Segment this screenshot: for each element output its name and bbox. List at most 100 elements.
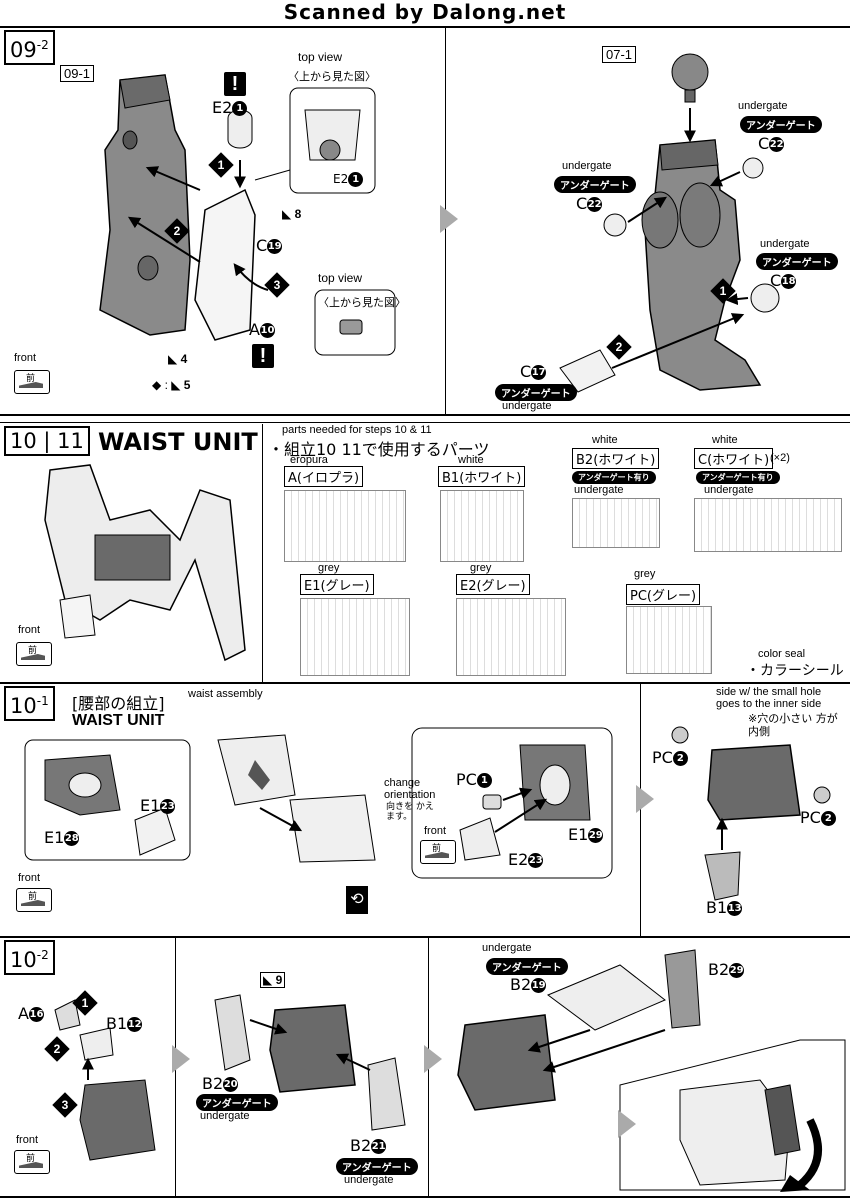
runner-label-a: A(イロプラ) xyxy=(284,466,364,487)
undergate-caption: undergate xyxy=(482,942,532,954)
part-label-b2-29: B229 xyxy=(708,960,745,979)
part-label-e1-23: E123 xyxy=(140,796,176,815)
front-caption: front xyxy=(14,352,37,364)
part-label-c22: C22 xyxy=(758,134,785,153)
part-label-c19: C19 xyxy=(256,236,283,255)
step-label-10-11: 10 | 11 xyxy=(4,426,90,456)
runner-a-diagram xyxy=(284,490,406,562)
undergate-badge: アンダーゲート xyxy=(336,1158,418,1175)
undergate-badge: アンダーゲート有り xyxy=(696,471,780,484)
part-label-b2-19: B219 xyxy=(510,975,547,994)
top-view-caption-2: top view xyxy=(318,271,363,285)
runner-caption: eropura xyxy=(290,454,328,466)
runner-label-e1: E1(グレー) xyxy=(300,574,374,595)
rotate-icon: ⟲ xyxy=(346,886,368,914)
undergate-caption: undergate xyxy=(738,100,788,112)
step-label-10-2: 10-2 xyxy=(4,940,55,975)
next-step-arrow xyxy=(172,1045,190,1073)
divider xyxy=(0,936,850,938)
undergate-badge: アンダーゲート xyxy=(756,253,838,270)
front-caption: front xyxy=(18,624,41,636)
front-caption: front xyxy=(18,872,41,884)
section-title: WAIST UNIT xyxy=(98,428,258,456)
front-icon: 前 xyxy=(420,840,456,864)
part-label-b1-13: B113 xyxy=(706,898,743,917)
step-marker-3: 3 xyxy=(264,272,290,298)
front-caption: front xyxy=(424,825,447,837)
seal-caption-jp: ・カラーシール xyxy=(746,663,844,679)
runner-label-b1: B1(ホワイト) xyxy=(438,466,526,487)
part-label-a16: A16 xyxy=(18,1004,44,1023)
parts-note: parts needed for steps 10 & 11 xyxy=(282,424,432,436)
part-label-c18: C18 xyxy=(770,271,797,290)
runner-pc-diagram xyxy=(626,606,712,674)
step-label-09-2: 09-2 xyxy=(4,30,55,65)
divider xyxy=(0,422,850,423)
part-label-e2-23: E223 xyxy=(508,850,544,869)
runner-b1-diagram xyxy=(440,490,524,562)
reference-label: 07-1 xyxy=(602,46,637,63)
undergate-badge: アンダーゲート xyxy=(554,176,636,193)
undergate-caption: undergate xyxy=(200,1110,250,1122)
part-label-b2-21: B221 xyxy=(350,1136,387,1155)
front-icon: 前 xyxy=(14,1150,50,1174)
runner-label-pc: PC(グレー) xyxy=(626,584,701,605)
undergate-caption: undergate xyxy=(704,484,754,496)
change-orientation-caption-jp: 向きを かえます。 xyxy=(386,802,434,822)
runner-caption: grey xyxy=(318,562,340,574)
step-marker-2: 2 xyxy=(164,218,190,244)
runner-label-c: C(ホワイト) xyxy=(694,448,774,469)
top-view-caption-jp: 〈上から見た図〉 xyxy=(288,70,376,83)
step-marker-3: 3 xyxy=(52,1092,78,1118)
divider xyxy=(0,1196,850,1198)
top-view-caption: top view xyxy=(298,50,343,64)
divider xyxy=(262,424,263,682)
assembly-title-en: waist assembly xyxy=(188,688,263,700)
divider xyxy=(0,682,850,684)
front-icon: 前 xyxy=(16,888,52,912)
next-step-arrow xyxy=(618,1110,636,1138)
runner-caption: grey xyxy=(634,568,656,580)
divider xyxy=(0,414,850,416)
scanner-banner: Scanned by Dalong.net xyxy=(283,0,567,24)
caution-icon: ! xyxy=(252,344,274,368)
front-caption: front xyxy=(16,1134,39,1146)
runner-e1-diagram xyxy=(300,598,410,676)
step-label-10-1: 10-1 xyxy=(4,686,55,721)
runner-c-diagram xyxy=(694,498,842,552)
divider xyxy=(0,26,850,28)
runner-e2-diagram xyxy=(456,598,566,676)
undergate-badge: アンダーゲート xyxy=(740,116,822,133)
runner-count: (×2) xyxy=(770,452,790,464)
step-marker-1: 1 xyxy=(710,278,736,304)
undergate-caption: undergate xyxy=(344,1174,394,1186)
change-orientation-caption: change orientation xyxy=(384,777,436,801)
caution-icon: ! xyxy=(224,72,246,96)
parts-note-jp: ・組立10 11で使用するパーツ xyxy=(268,440,490,459)
undergate-caption: undergate xyxy=(574,484,624,496)
tool-icon-5: ◆ : ◣ 5 xyxy=(152,378,191,392)
undergate-badge: アンダーゲート有り xyxy=(572,471,656,484)
undergate-badge: アンダーゲート xyxy=(495,384,577,401)
part-label-a10: A10 xyxy=(249,320,275,339)
part-label-e1-29: E129 xyxy=(568,825,604,844)
runner-b2-diagram xyxy=(572,498,660,548)
runner-caption: grey xyxy=(470,562,492,574)
hole-note: side w/ the small hole goes to the inner… xyxy=(716,686,822,710)
part-label-c22: C22 xyxy=(576,194,603,213)
runner-caption: white xyxy=(712,434,738,446)
tool-icon-9: ◣ 9 xyxy=(260,972,286,988)
next-step-arrow xyxy=(424,1045,442,1073)
front-icon: 前 xyxy=(16,642,52,666)
part-label-b1-12: B112 xyxy=(106,1014,143,1033)
step-marker-1: 1 xyxy=(72,990,98,1016)
runner-label-b2: B2(ホワイト) xyxy=(572,448,660,469)
top-view-caption-2-jp: 〈上から見た図〉 xyxy=(318,296,406,309)
part-label-b2-20: B220 xyxy=(202,1074,239,1093)
undergate-badge: アンダーゲート xyxy=(196,1094,278,1111)
runner-label-e2: E2(グレー) xyxy=(456,574,530,595)
undergate-caption: undergate xyxy=(562,160,612,172)
